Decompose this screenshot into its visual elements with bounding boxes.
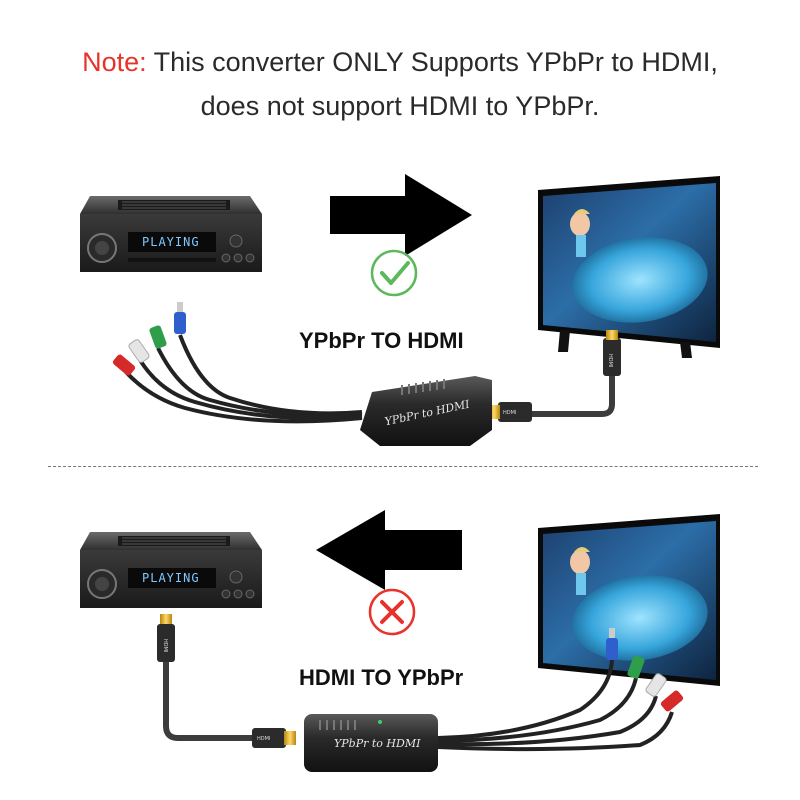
hdmi-tag-4: HDMI: [257, 736, 270, 742]
component-cables-bottom: [437, 659, 674, 752]
dvd-player-bottom: PLAYING: [80, 532, 262, 608]
note-line-2: does not support HDMI to YPbPr.: [200, 91, 600, 121]
arrow-left-icon: [316, 510, 462, 590]
converter-bottom: YPbPr to HDMI: [304, 714, 438, 772]
hdmi-tag-3: HDMI: [162, 639, 168, 652]
tv-bottom: [538, 514, 720, 686]
converter-label-2: YPbPr to HDMI: [334, 737, 421, 750]
hdmi-plug-converter-bottom: HDMI: [252, 728, 296, 748]
note-line-1-text: This converter ONLY Supports YPbPr to HD…: [146, 47, 718, 77]
component-cables-top: [124, 334, 363, 424]
check-icon: [370, 249, 418, 297]
player-display-text-2: PLAYING: [142, 571, 200, 585]
hdmi-plug-player-bottom: HDMI: [157, 614, 175, 662]
rca-plugs-bottom: [606, 628, 684, 712]
dvd-player-top: PLAYING: [80, 196, 262, 272]
cross-icon: [368, 588, 416, 636]
converter-top: YPbPr to HDMI: [360, 376, 492, 446]
section-divider: [48, 466, 758, 467]
tv-top: [538, 176, 720, 358]
arrow-right-icon: [330, 174, 472, 256]
hdmi-tag: HDMI: [607, 354, 613, 367]
hdmi-plug-tv-top: HDMI: [603, 330, 621, 376]
note-prefix: Note:: [82, 47, 147, 77]
rca-plugs-top: [112, 302, 186, 376]
hdmi-tag-2: HDMI: [503, 410, 516, 416]
player-display-text: PLAYING: [142, 235, 200, 249]
hdmi-plug-converter-top: HDMI: [488, 402, 532, 422]
note-line-1: Note: This converter ONLY Supports YPbPr…: [0, 47, 800, 78]
unsupported-label: HDMI TO YPbPr: [299, 665, 464, 690]
supported-label: YPbPr TO HDMI: [299, 328, 464, 353]
